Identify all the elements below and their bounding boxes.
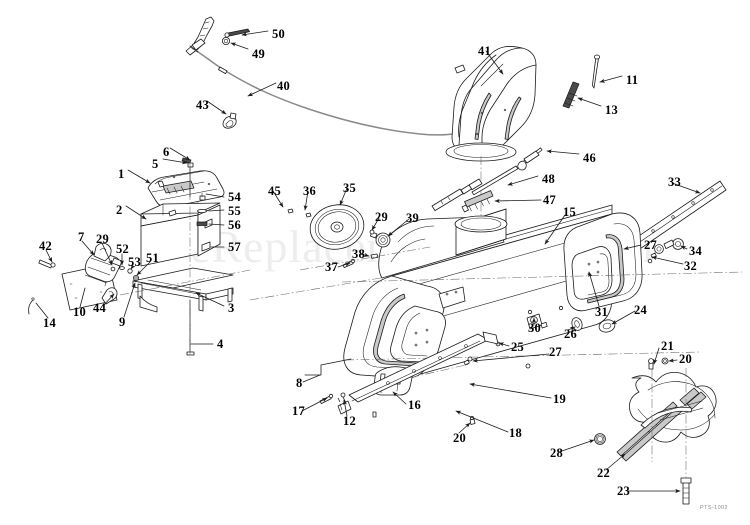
callout-number: 30 xyxy=(528,321,541,335)
callout-number: 15 xyxy=(563,205,576,219)
callout-number: 44 xyxy=(93,301,106,315)
callout-number: 3 xyxy=(228,301,235,315)
callout-number: 35 xyxy=(343,181,356,195)
callout-number: 47 xyxy=(543,193,556,207)
callout-number: 18 xyxy=(509,426,522,440)
callout-number: 49 xyxy=(252,47,265,61)
callout-number: 51 xyxy=(146,251,159,265)
callout-number: 12 xyxy=(343,414,356,428)
callout-number: 23 xyxy=(617,484,630,498)
callout-number: 32 xyxy=(684,259,697,273)
diagram-reference-code: PTS-1002 xyxy=(700,505,728,511)
callout-number: 43 xyxy=(196,98,209,112)
callout-number: 33 xyxy=(668,175,681,189)
callout-number: 1 xyxy=(118,167,125,181)
callout-number: 20 xyxy=(679,352,692,366)
part-group-switch-plate xyxy=(28,242,139,315)
callout-number: 22 xyxy=(597,466,610,480)
callout-number: 53 xyxy=(128,255,141,269)
callout-number: 29 xyxy=(96,232,109,246)
callout-number: 17 xyxy=(292,404,305,418)
callout-number: 39 xyxy=(406,211,419,225)
part-group-control-cable xyxy=(185,16,483,136)
callout-number: 14 xyxy=(43,316,56,330)
callout-number: 52 xyxy=(116,242,129,256)
callout-number: 13 xyxy=(605,103,618,117)
callout-number: 2 xyxy=(116,203,123,217)
callout-number: 4 xyxy=(217,337,224,351)
callout-number: 56 xyxy=(228,218,241,232)
part-group-scraper-bar xyxy=(337,331,531,425)
callout-number: 9 xyxy=(119,315,126,329)
callout-number: 28 xyxy=(550,446,563,460)
callout-number: 31 xyxy=(595,305,608,319)
callout-number: 16 xyxy=(408,398,421,412)
part-group-pulley xyxy=(287,204,431,271)
callout-number: 27 xyxy=(549,345,562,359)
part-group-auger-housing xyxy=(249,204,743,379)
callout-number: 54 xyxy=(228,190,241,204)
callout-number: 8 xyxy=(296,376,303,390)
callout-number: 6 xyxy=(163,145,170,159)
callout-number: 37 xyxy=(325,260,338,274)
callout-number: 45 xyxy=(268,184,281,198)
callout-number: 36 xyxy=(303,184,316,198)
callout-number: 11 xyxy=(626,73,639,87)
callout-number: 5 xyxy=(152,157,159,171)
callout-number: 34 xyxy=(689,244,702,258)
callout-number: 21 xyxy=(661,339,674,353)
callout-number: 19 xyxy=(553,392,566,406)
callout-number: 10 xyxy=(73,305,86,319)
callout-number: 29 xyxy=(375,210,388,224)
leader-lines xyxy=(35,30,701,494)
callout-number: 38 xyxy=(352,247,365,261)
callout-number: 25 xyxy=(511,340,524,354)
callout-number: 41 xyxy=(478,44,491,58)
callout-number: 24 xyxy=(634,303,647,317)
part-group-chute-crank xyxy=(431,54,601,213)
callout-number: 50 xyxy=(272,27,285,41)
callout-number: 7 xyxy=(78,230,85,244)
callout-number: 48 xyxy=(542,172,555,186)
callout-number: 46 xyxy=(583,151,596,165)
callout-number: 40 xyxy=(277,79,290,93)
callout-number: 27 xyxy=(644,238,657,252)
callout-number: 26 xyxy=(564,327,577,341)
part-group-battery xyxy=(119,157,251,358)
part-group-discharge-chute xyxy=(445,46,537,250)
callout-number: 42 xyxy=(39,239,52,253)
callout-number: 20 xyxy=(453,431,466,445)
part-group-auger-impeller xyxy=(594,357,717,505)
callout-number: 55 xyxy=(228,204,241,218)
callout-number: 57 xyxy=(228,240,241,254)
